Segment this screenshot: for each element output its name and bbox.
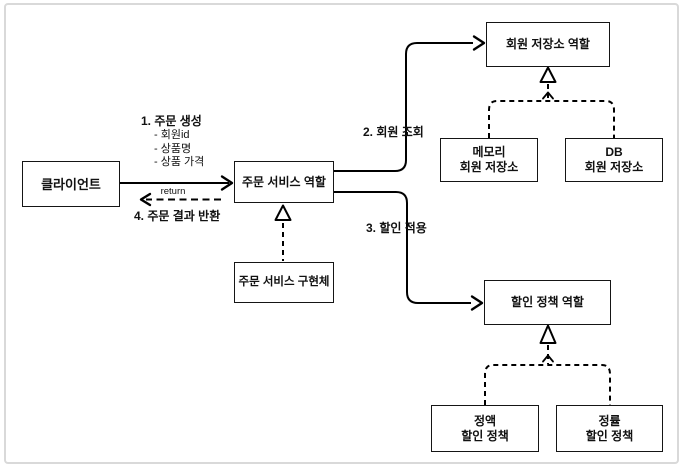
label-param-product-price: - 상품 가격 [154,156,205,168]
node-fixed-discount-policy-line2: 할인 정책 [461,428,509,443]
node-order-service-role-label: 주문 서비스 역할 [242,174,326,189]
label-step4-order-result: 4. 주문 결과 반환 [134,209,221,223]
node-db-member-repo-line2: 회원 저장소 [584,160,644,174]
node-order-service-impl-label: 주문 서비스 구현체 [238,276,330,288]
node-discount-policy-role: 할인 정책 역할 [484,280,611,325]
label-return: return [160,186,186,197]
arrow-discount-apply [334,191,484,311]
label-step3-discount-apply: 3. 할인 적용 [366,221,427,235]
node-memory-member-repo-line1: 메모리 [472,145,506,159]
label-step1-order-create: 1. 주문 생성 [141,114,202,128]
node-fixed-discount-policy: 정액 할인 정책 [431,405,539,452]
node-order-service-role: 주문 서비스 역할 [234,161,334,203]
realization-triangle-order-service [274,204,292,261]
label-param-member-id: - 회원id [154,129,190,141]
node-rate-discount-policy-line2: 할인 정책 [585,428,634,443]
node-client: 클라이언트 [22,161,120,207]
realization-triangle-member-repo [488,66,615,138]
node-fixed-discount-policy-line1: 정액 [473,413,497,428]
label-step1-params: - 회원id - 상품명 - 상품 가격 [154,129,204,170]
node-memory-member-repo: 메모리 회원 저장소 [440,138,538,182]
node-rate-discount-policy: 정률 할인 정책 [556,405,663,452]
arrow-return [139,192,221,207]
node-discount-policy-role-label: 할인 정책 역할 [511,295,584,309]
node-member-repo-role-label: 회원 저장소 역할 [506,37,590,51]
arrow-order-create [120,175,234,191]
node-member-repo-role: 회원 저장소 역할 [486,22,610,67]
arrow-member-lookup [334,35,486,172]
node-db-member-repo-line1: DB [605,145,623,159]
node-rate-discount-policy-line1: 정률 [598,413,621,428]
node-order-service-impl: 주문 서비스 구현체 [234,262,334,303]
node-client-label: 클라이언트 [41,176,101,192]
realization-triangle-discount-policy [484,324,611,405]
label-param-product-name: - 상품명 [154,142,192,155]
node-db-member-repo: DB 회원 저장소 [565,138,663,182]
node-memory-member-repo-line2: 회원 저장소 [459,160,519,174]
label-step2-member-lookup: 2. 회원 조회 [363,125,424,139]
